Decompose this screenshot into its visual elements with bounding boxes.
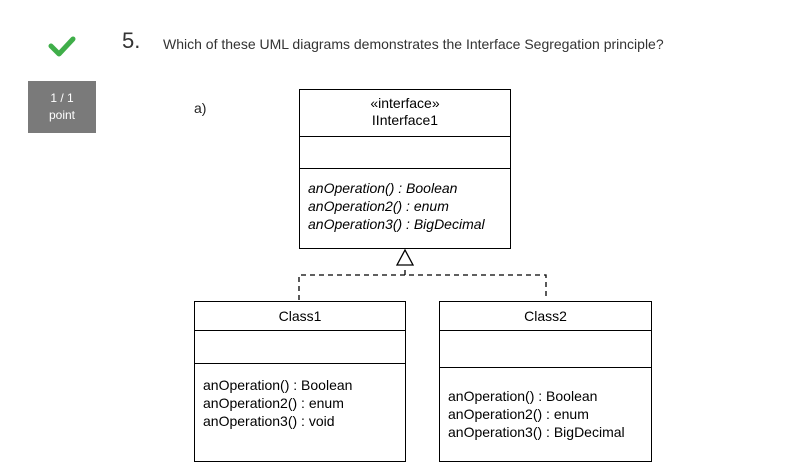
realization-arrowhead <box>395 248 415 266</box>
checkmark-icon <box>48 36 76 57</box>
operation-item: anOperation2() : enum <box>308 198 449 214</box>
option-label: a) <box>194 100 207 116</box>
uml-class1-box: Class1 anOperation() : Boolean anOperati… <box>194 301 406 462</box>
operation-item: anOperation2() : enum <box>203 395 344 411</box>
score-unit: point <box>48 108 76 122</box>
operation-item: anOperation3() : BigDecimal <box>308 216 485 232</box>
uml-class2-box: Class2 anOperation() : Boolean anOperati… <box>439 301 652 462</box>
class2-attributes <box>440 331 651 368</box>
realization-dashed-lines <box>298 266 547 300</box>
uml-interface-box: «interface» IInterface1 anOperation() : … <box>299 89 511 249</box>
class1-attributes <box>195 331 405 364</box>
interface-operations: anOperation() : Boolean anOperation2() :… <box>300 169 510 248</box>
interface-name: IInterface1 <box>371 112 439 128</box>
operation-item: anOperation() : Boolean <box>448 388 598 404</box>
interface-stereotype: «interface» <box>370 95 440 111</box>
interface-header: «interface» IInterface1 <box>300 90 510 137</box>
class1-operations: anOperation() : Boolean anOperation2() :… <box>195 364 405 461</box>
operation-item: anOperation3() : BigDecimal <box>448 424 625 440</box>
class2-operations: anOperation() : Boolean anOperation2() :… <box>440 368 651 461</box>
class2-header: Class2 <box>440 302 651 331</box>
class2-name: Class2 <box>524 308 567 324</box>
question-text: Which of these UML diagrams demonstrates… <box>163 36 664 52</box>
operation-item: anOperation() : Boolean <box>308 180 458 196</box>
class1-header: Class1 <box>195 302 405 331</box>
operation-item: anOperation2() : enum <box>448 406 589 422</box>
score-value: 1 / 1 <box>50 91 74 105</box>
operation-item: anOperation() : Boolean <box>203 377 353 393</box>
interface-attributes <box>300 137 510 169</box>
class1-name: Class1 <box>278 308 322 324</box>
question-number: 5. <box>122 28 141 53</box>
operation-item: anOperation3() : void <box>203 413 335 429</box>
score-badge: 1 / 1 point <box>28 81 96 133</box>
